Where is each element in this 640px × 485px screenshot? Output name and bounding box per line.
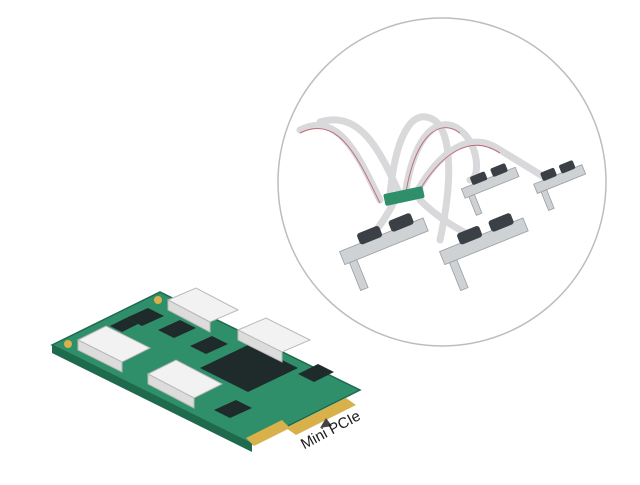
bracket-1: [339, 213, 429, 292]
cable-red-stripe: [299, 127, 501, 204]
gold-contacts-small: [246, 420, 290, 446]
adapter-board: [383, 186, 425, 206]
bracket-2: [439, 213, 529, 292]
connector-2: [76, 325, 152, 373]
zoom-circle: [277, 17, 607, 347]
connector-4: [146, 359, 224, 409]
bracket-3: [460, 163, 520, 216]
bracket-4: [533, 160, 587, 212]
mount-hole-top: [154, 296, 162, 304]
chip-4: [298, 364, 334, 382]
pcb-edge: [52, 345, 252, 452]
mini-pcie-card: [50, 287, 362, 452]
chip-5: [214, 400, 252, 418]
chip-6: [110, 318, 138, 332]
pointer-arrow-icon: [320, 418, 332, 428]
connector-1: [166, 287, 240, 333]
chip-2: [158, 320, 196, 338]
mount-hole-left: [64, 340, 72, 348]
chip-1: [126, 308, 164, 326]
gold-contacts: [286, 398, 356, 435]
connector-3: [236, 317, 312, 363]
chip-3: [190, 336, 228, 354]
